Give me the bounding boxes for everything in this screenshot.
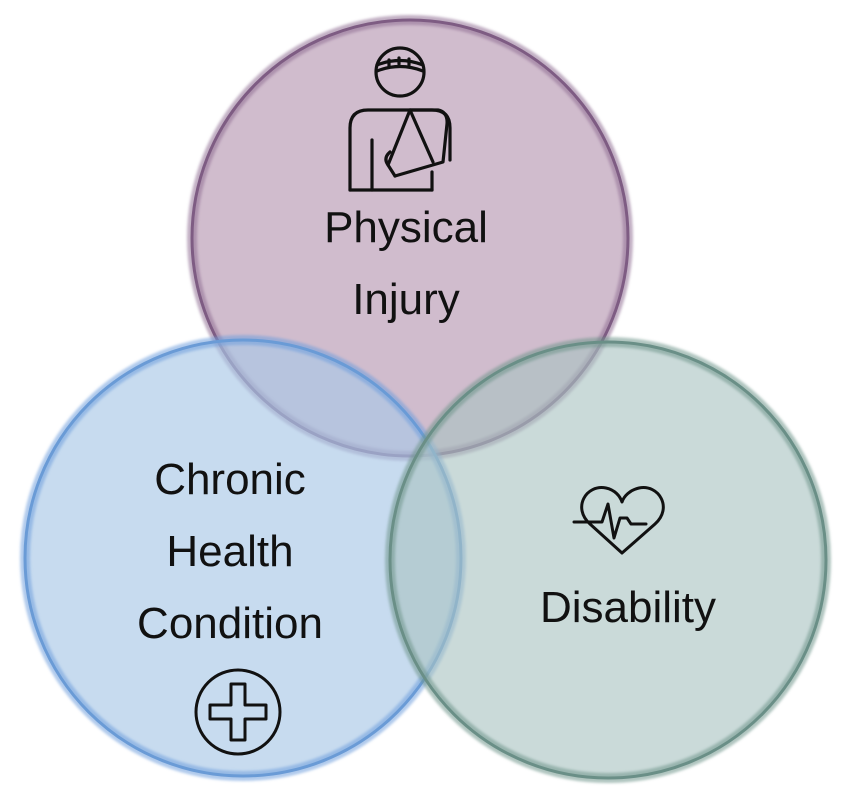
injured-person-arm-sling-icon bbox=[348, 46, 452, 192]
circle-disability bbox=[385, 337, 831, 783]
label-disability: Disability bbox=[478, 572, 778, 644]
label-physical-injury: Physical Injury bbox=[256, 192, 556, 336]
label-line: Physical bbox=[324, 203, 488, 252]
label-line: Disability bbox=[539, 583, 717, 632]
label-line: Chronic bbox=[154, 455, 306, 504]
medical-cross-icon bbox=[194, 668, 282, 756]
label-line: Condition bbox=[137, 599, 323, 648]
label-line: Health bbox=[166, 527, 294, 576]
label-line: Injury bbox=[352, 275, 460, 324]
label-chronic-health-condition: Chronic Health Condition bbox=[80, 444, 380, 660]
heart-heartbeat-icon bbox=[572, 486, 665, 555]
